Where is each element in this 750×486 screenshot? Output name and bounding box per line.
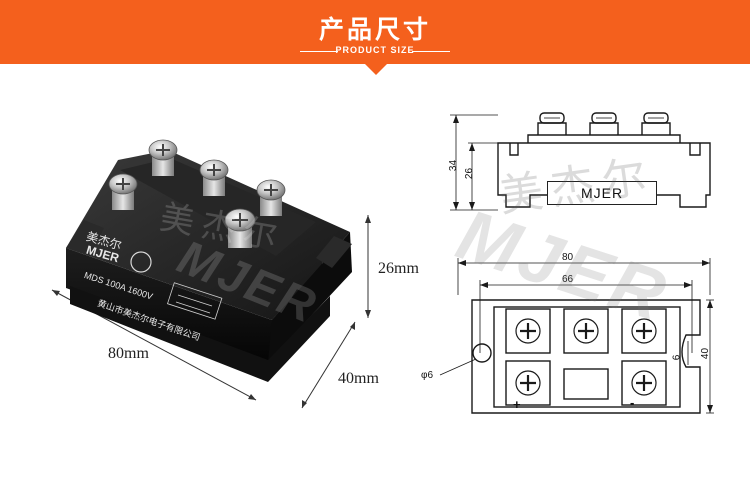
- dim-hole-spacing: 66: [562, 274, 574, 285]
- dimension-length-label: 80mm: [108, 345, 149, 362]
- dim-slot: 6: [671, 354, 683, 361]
- module-top-face: [66, 150, 350, 320]
- subtitle-rule-left: [300, 51, 338, 52]
- height-dimension-line: [365, 215, 371, 318]
- mount-ear-right: [316, 236, 352, 268]
- dimension-height-label: 26mm: [378, 260, 419, 277]
- terminal-minus-label: -: [630, 395, 635, 410]
- dimension-arrows: [453, 115, 713, 413]
- screw-terminal: [108, 173, 138, 210]
- dim-hole-diameter: φ6: [421, 370, 434, 381]
- terminal-screws: [108, 139, 286, 248]
- header-notch: [364, 63, 388, 75]
- drawing-label-box: MJER: [547, 181, 657, 205]
- page-title: 产品尺寸: [318, 15, 431, 44]
- top-view: [439, 258, 714, 414]
- product-photo: [51, 139, 371, 409]
- circuit-schematic: [167, 282, 223, 320]
- screw-terminal: [148, 139, 178, 176]
- terminal-plus-label: +: [513, 397, 521, 412]
- screw-symbols: [515, 318, 657, 396]
- screw-terminal: [256, 179, 286, 216]
- brand-logo-seal: [130, 251, 152, 273]
- dim-total-height: 34: [448, 159, 460, 172]
- dim-width: 40: [700, 347, 712, 360]
- screw-terminal: [199, 159, 229, 196]
- page-subtitle: PRODUCT SIZE: [335, 45, 415, 55]
- width-dimension-line: [301, 321, 356, 409]
- mount-ear-left: [66, 220, 104, 256]
- subtitle-rule-right: [412, 51, 450, 52]
- technical-drawing: [439, 112, 714, 414]
- module-ridge: [120, 158, 316, 256]
- dim-overall-length: 80: [562, 252, 574, 263]
- dim-body-height: 26: [464, 167, 476, 180]
- header-banner: [0, 0, 750, 64]
- screw-terminal: [224, 208, 256, 248]
- module-front-face: [66, 248, 322, 362]
- dimension-width-label: 40mm: [338, 370, 379, 387]
- side-view: [450, 112, 711, 211]
